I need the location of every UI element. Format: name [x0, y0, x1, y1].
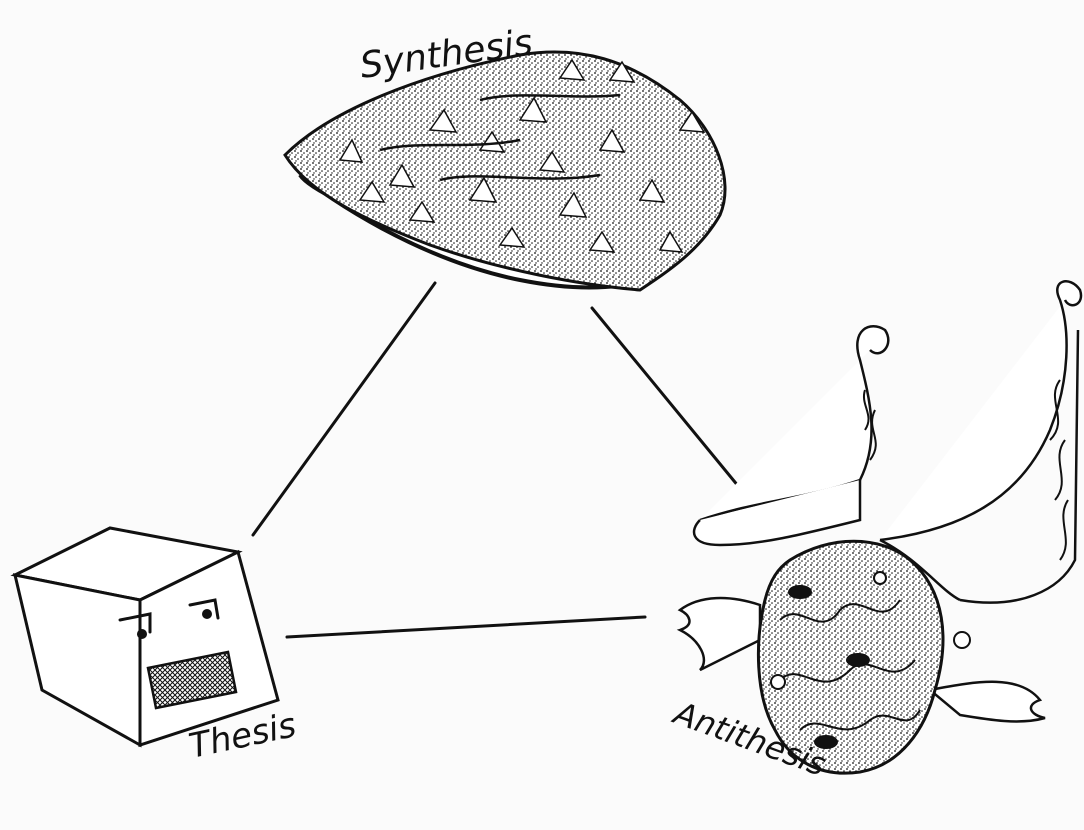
edge-synthesis-thesis: [253, 283, 435, 535]
thesis-icon: Thesis: [15, 528, 300, 767]
synthesis-icon: Synthesis: [285, 22, 725, 290]
edge-thesis-antithesis: [287, 617, 645, 637]
antithesis-icon: Antithesis: [667, 281, 1081, 783]
edge-synthesis-antithesis: [592, 308, 748, 498]
thesis-right-eye: [202, 609, 212, 619]
thesis-left-eye: [137, 629, 147, 639]
